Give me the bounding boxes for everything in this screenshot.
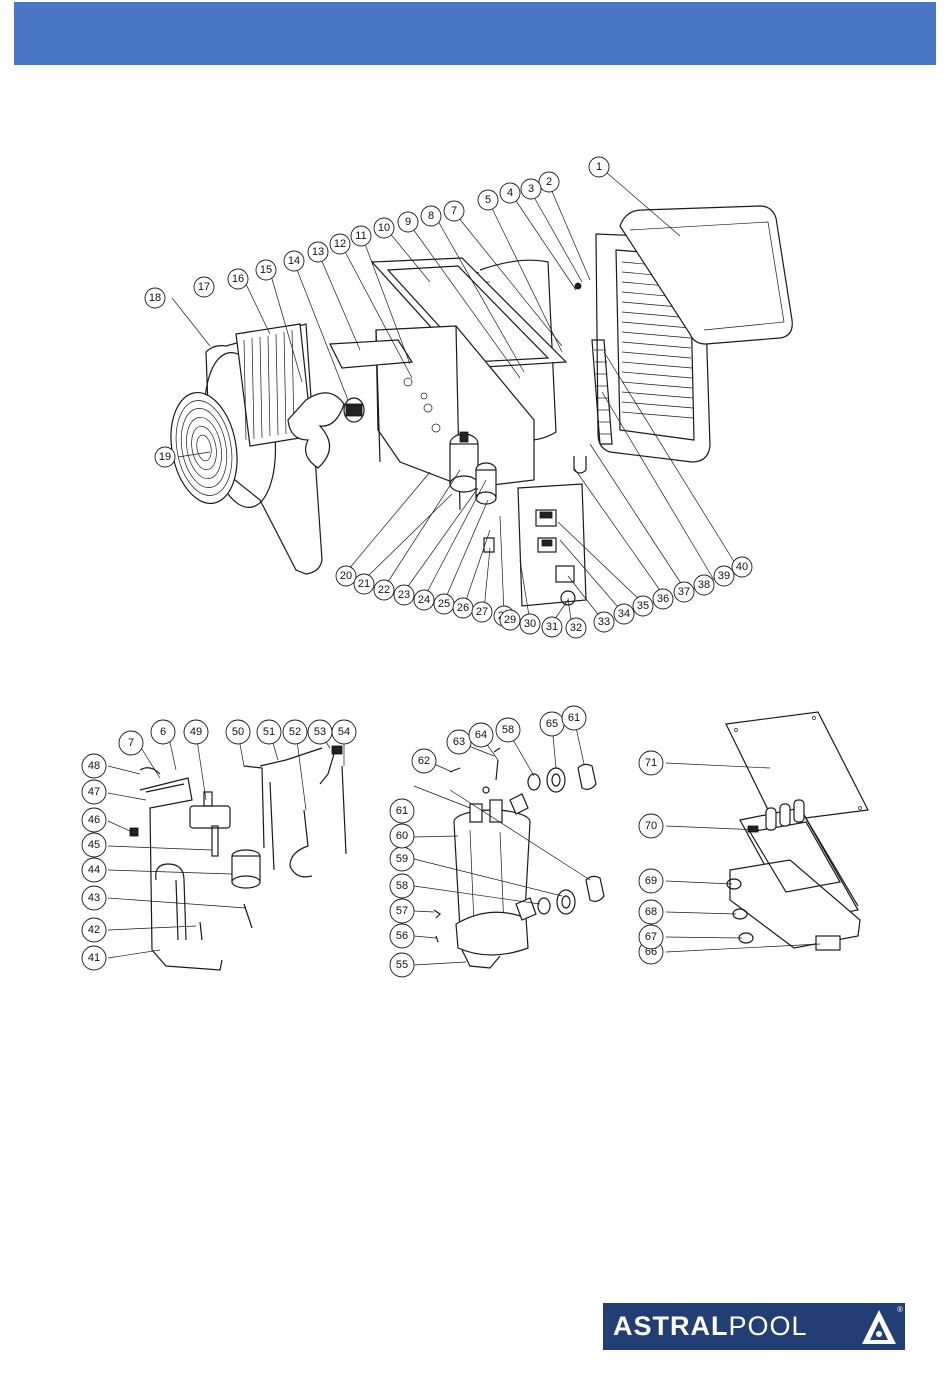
callout-70: 70 [639,814,663,838]
logo-wordmark: ASTRALPOOL [603,1311,808,1342]
svg-text:69: 69 [645,875,657,887]
svg-text:71: 71 [645,757,657,769]
logo-word-pool: POOL [729,1311,808,1341]
registered-mark: ® [897,1305,903,1314]
svg-text:67: 67 [645,931,657,943]
callout-69: 69 [639,869,663,893]
controller-parts [726,712,868,950]
svg-text:70: 70 [645,820,657,832]
callout-67: 67 [639,925,663,949]
logo-word-astral: ASTRAL [613,1311,729,1341]
callout-71: 71 [639,751,663,775]
triangle-logo-icon [859,1307,899,1347]
callout-68: 68 [639,900,663,924]
svg-text:68: 68 [645,906,657,918]
astralpool-logo: ASTRALPOOL ® [603,1303,905,1350]
